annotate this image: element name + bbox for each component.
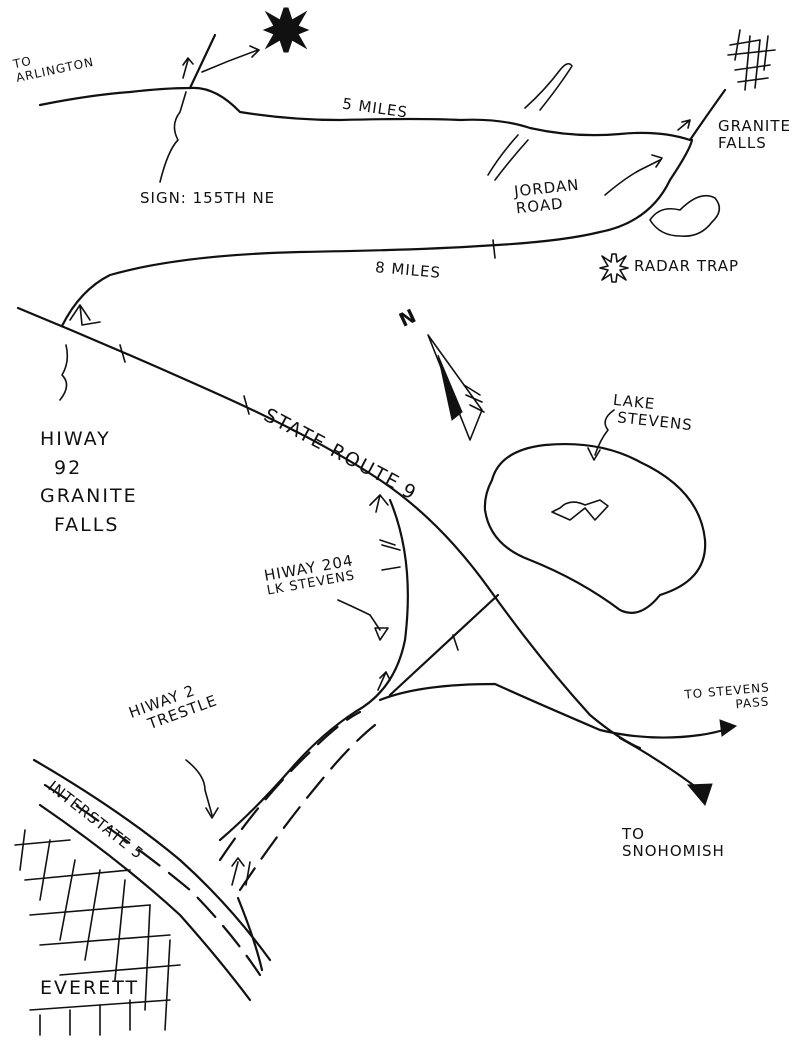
lake-stevens [483,442,707,614]
label-hiway-92-line4: FALLS [54,513,120,536]
road-155th-branch [188,33,217,90]
arrow-snohomish [686,783,713,806]
road-jordan-upper [524,62,573,111]
label-sign-155th: SIGN: 155TH NE [140,189,276,207]
road-middle [60,138,694,328]
label-granite-falls-line1: GRANITE [718,117,791,135]
road-to-snohomish [618,736,702,792]
label-jordan-road: JORDAN ROAD [513,176,582,218]
everett-town-grid [14,829,181,1036]
label-hiway-92-line2: 92 [54,456,83,479]
label-hiway-92: HIWAY 92 GRANITE FALLS [40,425,138,539]
interstate-5-center [43,783,262,977]
arrow-hiway92-turn [69,304,101,326]
pointer-lake [587,409,615,461]
label-granite-falls-line2: FALLS [718,134,767,153]
interstate-5-west [32,758,272,962]
pond [649,194,721,238]
road-top [38,86,727,142]
radar-trap-icon [599,253,629,283]
label-hiway-92-line1: HIWAY [40,428,111,450]
tick-connector [452,634,459,651]
hiway-2-dashed-a [218,710,362,862]
pointer-204-head [374,627,389,641]
pointer-trestle [185,759,219,819]
north-arrow-icon [427,334,485,441]
state-route-9 [16,306,642,750]
hiway-204 [218,498,409,842]
label-to-snohomish-line1: TO [622,825,645,843]
road-to-stevens-pass [378,682,732,739]
pointer-hiway92 [59,344,69,401]
interstate-5-east [38,803,252,1002]
label-everett: EVERETT [40,977,140,999]
road-connector [388,593,500,697]
destination-cross-icon [262,7,310,53]
arrow-stevens-pass [719,719,738,737]
arrow-up-155th [182,57,194,79]
hiway-2-dashed-b [238,723,377,892]
ticks-sr9 [119,344,396,546]
tick-middle [492,239,496,259]
label-to-snohomish: TO SNOHOMISH [622,825,725,861]
road-jordan-lower [487,134,529,181]
granite-falls-town [727,29,776,91]
arrow-jordan-road [604,154,663,196]
arrow-to-cross [201,45,260,73]
pointer-155th [159,91,187,183]
arrow-granite-falls [677,119,691,131]
pointer-hiway204 [337,599,381,631]
arrows-hiway-2 [231,857,251,886]
label-to-snohomish-line2: SNOHOMISH [622,842,725,861]
arrow-204-up [369,494,389,513]
label-radar-trap: RADAR TRAP [634,257,740,275]
label-hiway-92-line3: GRANITE [40,485,138,507]
arrow-204-mid [377,671,391,691]
lake-fish-icon [551,499,609,521]
label-granite-falls: GRANITE FALLS [718,117,791,153]
ticks-204 [381,544,401,571]
